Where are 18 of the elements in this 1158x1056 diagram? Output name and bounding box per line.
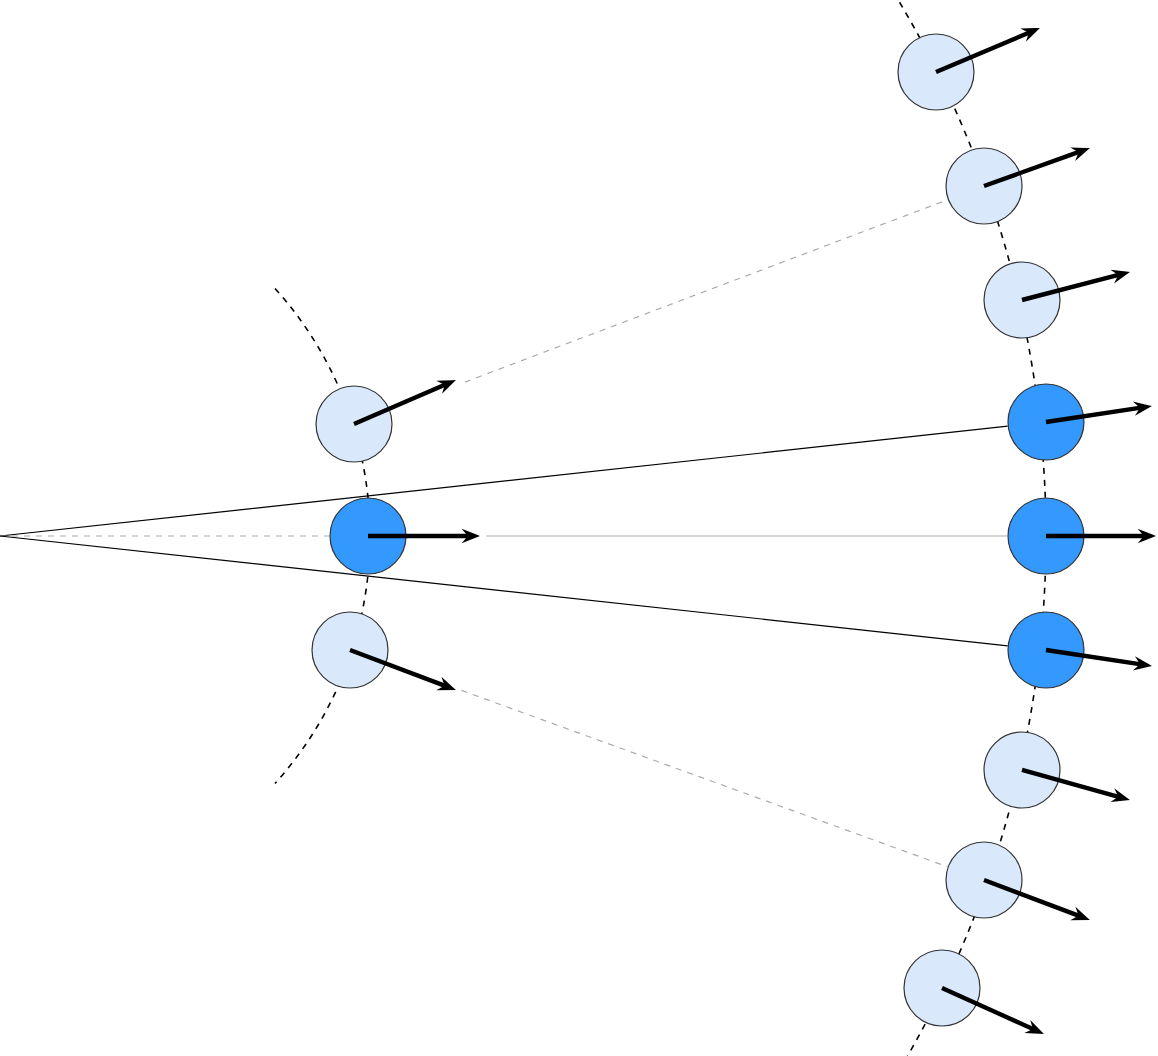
circle-node (983, 261, 1061, 339)
line (460, 689, 949, 868)
circle-node (1007, 383, 1085, 461)
circle-node (945, 147, 1023, 225)
line (0, 425, 1009, 537)
line (486, 535, 1008, 537)
line (0, 535, 1009, 647)
line (464, 199, 949, 383)
line (0, 535, 330, 537)
circle-node (311, 611, 389, 689)
circle-node (1007, 611, 1085, 689)
circle-node (983, 731, 1061, 809)
circle-node (945, 841, 1023, 919)
circle-node (903, 949, 981, 1027)
circle-node (1007, 497, 1085, 575)
circle-node (897, 33, 975, 111)
circle-node (315, 385, 393, 463)
circle-node (329, 497, 407, 575)
